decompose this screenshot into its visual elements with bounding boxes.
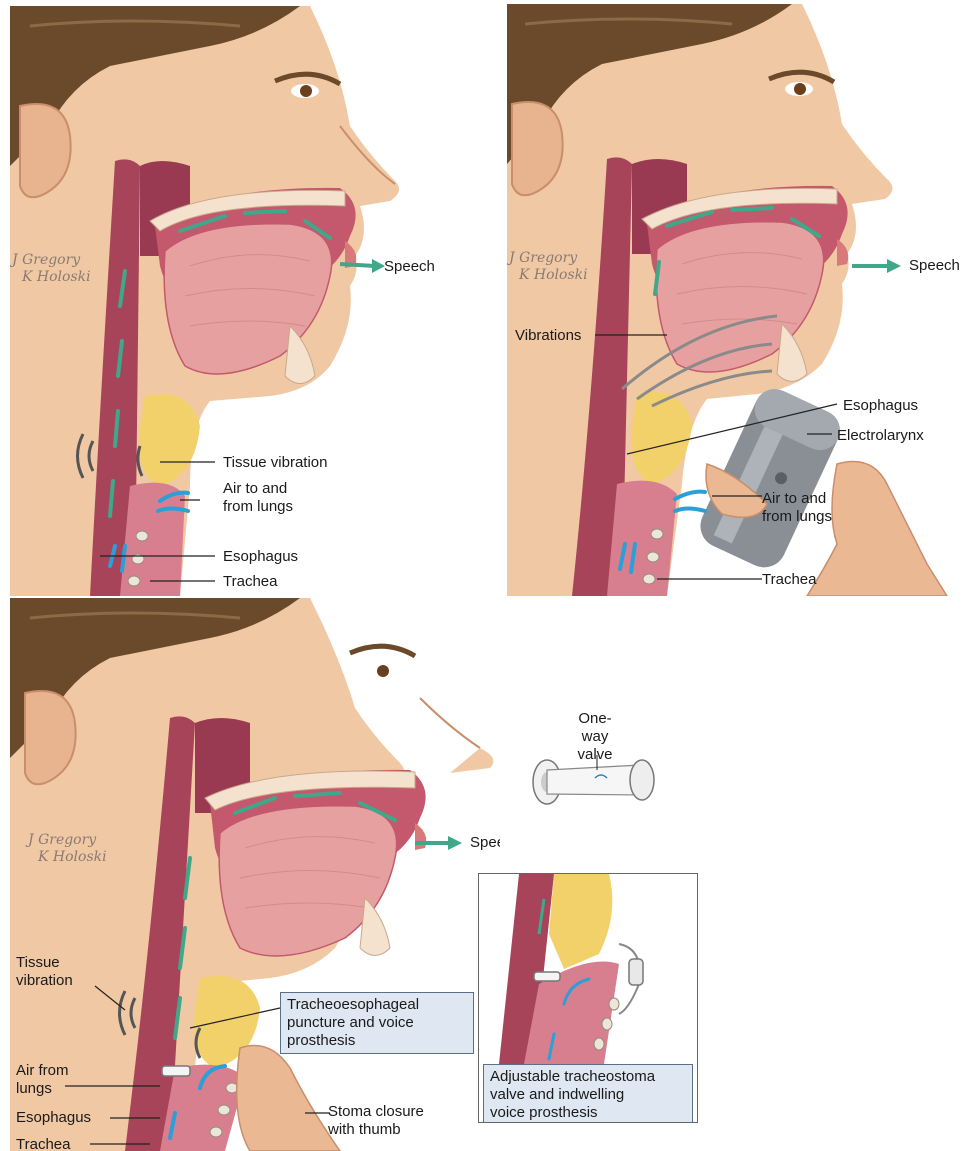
valve-icon <box>525 750 665 810</box>
label-speech: Speech <box>470 834 500 852</box>
label-esophagus: Esophagus <box>16 1109 91 1127</box>
label-speech: Speech <box>909 257 960 275</box>
label-esophagus: Esophagus <box>843 397 918 415</box>
label-tissue-vibration: Tissue vibration <box>223 454 328 472</box>
inset-caption-box: Adjustable tracheostoma valve and indwel… <box>483 1064 693 1123</box>
prosthesis-callout-box: Tracheoesophageal puncture and voice pro… <box>280 992 474 1054</box>
label-vibrations: Vibrations <box>515 327 581 345</box>
inset-illustration <box>479 874 697 1064</box>
label-trachea: Trachea <box>16 1136 70 1151</box>
tracheostoma-inset: Adjustable tracheostoma valve and indwel… <box>478 873 698 1123</box>
head-illustration-c <box>10 598 500 1151</box>
label-speech: Speech <box>384 258 435 276</box>
label-electrolarynx: Electrolarynx <box>837 427 924 445</box>
label-esophagus: Esophagus <box>223 548 298 566</box>
head-illustration-b <box>507 4 976 596</box>
label-trachea: Trachea <box>762 571 816 589</box>
label-trachea: Trachea <box>223 573 277 591</box>
